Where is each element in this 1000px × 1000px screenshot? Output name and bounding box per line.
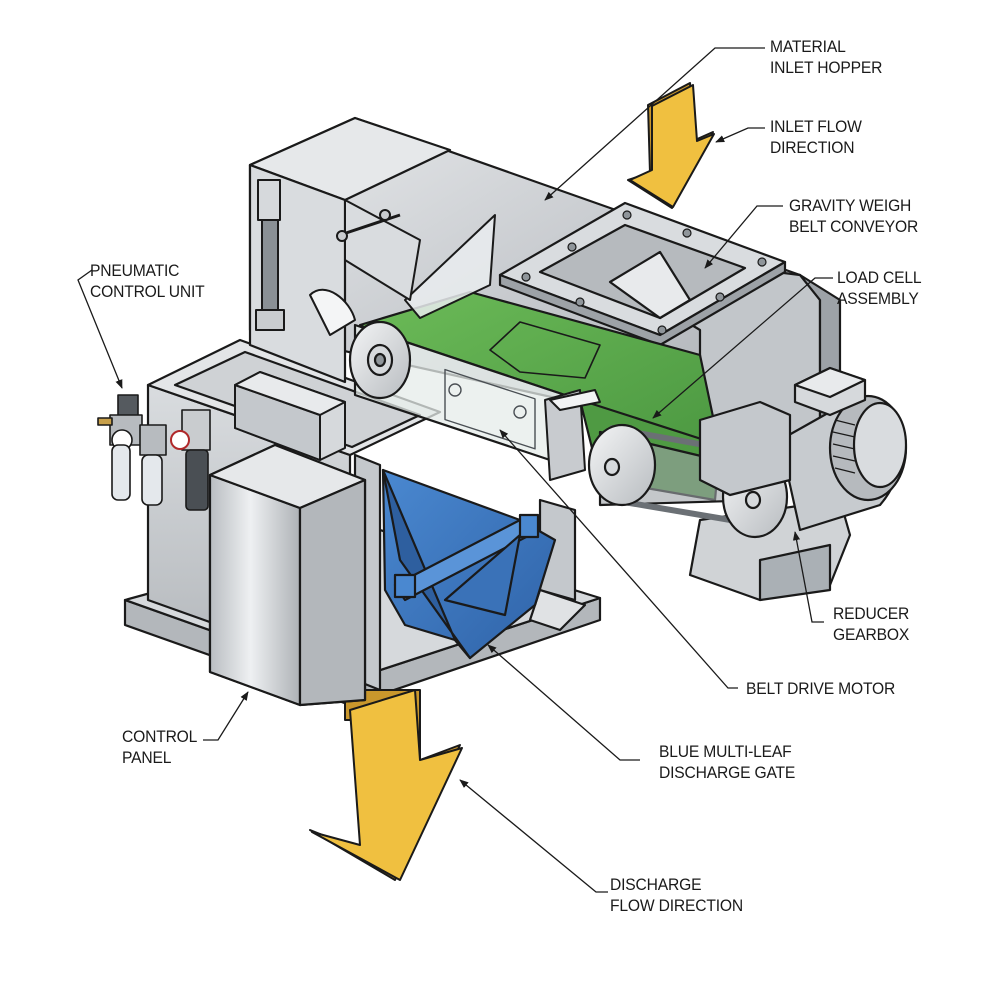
load-cell-frame [444,368,536,450]
leader-load-cell-assembly [652,277,833,419]
label-reducer-gearbox: REDUCER GEARBOX [833,603,909,645]
label-discharge-flow-direction: DISCHARGE FLOW DIRECTION [610,874,743,916]
label-line: INLET HOPPER [770,58,883,77]
label-material-inlet-hopper: MATERIAL INLET HOPPER [770,36,882,78]
belt-drive [587,366,908,539]
label-line: FLOW DIRECTION [610,896,743,915]
leader-belt-drive-motor [499,429,738,689]
label-line: GRAVITY WEIGH [789,196,912,215]
inlet-hopper [498,201,787,347]
label-inlet-flow-direction: INLET FLOW DIRECTION [770,116,862,158]
label-line: LOAD CELL [837,268,922,287]
label-blue-multi-leaf-discharge-gate: BLUE MULTI-LEAF DISCHARGE GATE [659,741,795,783]
leader-blue-multi-leaf-discharge-gate [487,644,640,761]
reducer-gearbox [698,400,792,497]
label-line: PNEUMATIC [90,261,180,280]
label-line: ASSEMBLY [837,289,919,308]
pneumatic-cylinder [255,179,421,336]
label-line: REDUCER [833,604,910,623]
label-line: GEARBOX [833,625,910,644]
label-line: CONTROL [122,727,198,746]
discharge-flow-arrow [309,689,463,881]
pneumatic-control-unit [97,394,211,511]
label-line: INLET FLOW [770,117,862,136]
label-line: BLUE MULTI-LEAF [659,742,792,761]
control-panel [208,443,367,707]
discharge-gate [381,468,557,660]
label-pneumatic-control-unit: PNEUMATIC CONTROL UNIT [90,260,205,302]
label-line: DISCHARGE [610,875,702,894]
drive-pulley [587,423,657,507]
label-control-panel: CONTROL PANEL [122,726,197,768]
inlet-flow-arrow [627,82,715,209]
junction-box [234,371,346,461]
leader-reducer-gearbox [792,531,824,623]
label-belt-drive-motor: BELT DRIVE MOTOR [746,678,895,699]
label-line: BELT DRIVE MOTOR [746,679,896,698]
label-load-cell-assembly: LOAD CELL ASSEMBLY [837,267,922,309]
label-line: MATERIAL [770,37,846,56]
leader-inlet-flow-direction [715,127,765,143]
leader-discharge-flow-direction [459,779,608,893]
label-line: DISCHARGE GATE [659,763,796,782]
leader-control-panel [203,691,249,741]
leader-lines [77,47,833,893]
label-line: PANEL [122,748,172,767]
label-gravity-weigh-belt-conveyor: GRAVITY WEIGH BELT CONVEYOR [789,195,918,237]
label-line: DIRECTION [770,138,855,157]
label-line: CONTROL UNIT [90,282,205,301]
leader-gravity-weigh-belt-conveyor [704,205,783,269]
chute-guards [404,214,601,481]
label-line: BELT CONVEYOR [789,217,919,236]
leader-pneumatic-control-unit [77,269,123,389]
leader-material-inlet-hopper [544,47,765,201]
